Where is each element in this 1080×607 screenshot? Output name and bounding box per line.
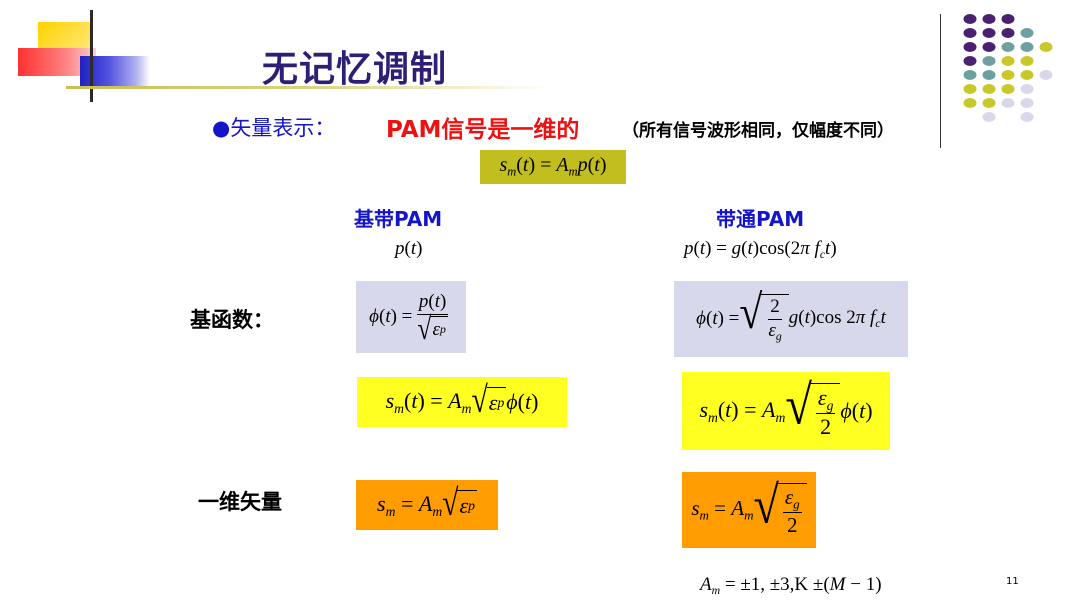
decoration-dot: [982, 112, 996, 122]
decoration-dot: [1020, 98, 1034, 108]
formula-sm-general-text: sm(t) = Amp(t): [499, 154, 607, 179]
decoration-dot: [1020, 28, 1034, 38]
bandpass-pulse: p(t) = g(t)cos(2π fct): [684, 238, 837, 262]
decoration-dot: [1001, 70, 1015, 80]
decoration-dot: [1020, 70, 1034, 80]
decoration-dot: [982, 98, 996, 108]
decoration-dot: [982, 84, 996, 94]
same-waveform-note: （所有信号波形相同，仅幅度不同）: [622, 121, 894, 141]
decoration-dot: [1001, 98, 1015, 108]
decoration-dot: [963, 14, 977, 24]
bullet-label: 矢量表示：: [230, 116, 336, 140]
decoration-dot: [1020, 112, 1034, 122]
header-underline: [66, 86, 552, 89]
formula-sm-general: sm(t) = Amp(t): [480, 150, 626, 184]
decoration-dot: [963, 98, 977, 108]
decoration-dot: [1020, 42, 1034, 52]
decoration-dot: [1001, 84, 1015, 94]
decoration-dot: [963, 42, 977, 52]
header-baseband-pam: 基带PAM: [354, 207, 443, 231]
baseband-pulse: p(t): [395, 238, 423, 259]
decoration-dot: [982, 42, 996, 52]
decoration-dot: [963, 70, 977, 80]
bullet-vector-representation: ●矢量表示：: [212, 112, 335, 142]
decoration-dot: [1001, 56, 1015, 66]
header-bandpass-pam: 带通PAM: [716, 207, 805, 231]
decoration-dot: [1001, 28, 1015, 38]
decoration-dot: [1039, 42, 1053, 52]
decoration-dot: [982, 28, 996, 38]
amplitude-range: Am = ±1, ±3,K ±(M − 1): [700, 574, 882, 598]
decoration-dot: [1001, 14, 1015, 24]
bullet-marker: ●: [212, 116, 231, 140]
page-number: 11: [1006, 576, 1019, 587]
header-vertical-rule: [90, 10, 93, 102]
decoration-dot: [982, 70, 996, 80]
label-one-dimensional-vector: 一维矢量: [198, 490, 282, 514]
slide-title: 无记忆调制: [262, 49, 448, 90]
decoration-dot: [963, 56, 977, 66]
decoration-dot: [963, 28, 977, 38]
label-basis-function: 基函数：: [190, 308, 274, 332]
decoration-dot: [1020, 56, 1034, 66]
dot-grid-decoration: [963, 14, 1053, 122]
decoration-dot: [1020, 84, 1034, 94]
decoration-dot: [1001, 42, 1015, 52]
decoration-dot: [982, 14, 996, 24]
decoration-dot: [963, 84, 977, 94]
decoration-dot: [1039, 70, 1053, 80]
decoration-dot: [982, 56, 996, 66]
pam-one-dimensional-statement: PAM信号是一维的: [386, 117, 580, 143]
right-divider: [940, 14, 941, 148]
